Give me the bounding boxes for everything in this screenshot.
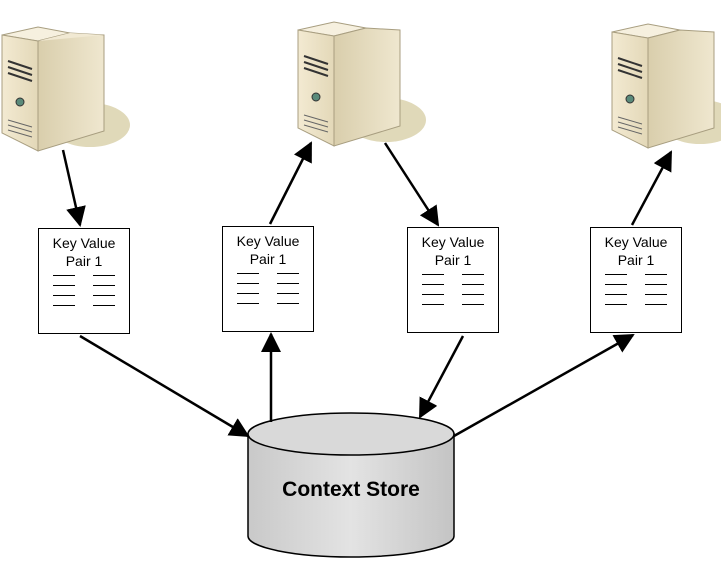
arrow-icon — [268, 141, 313, 225]
arrow-icon — [61, 149, 86, 227]
context-store-label: Context Store — [282, 478, 420, 501]
key-value-document: Key Value Pair 1 — [407, 227, 499, 333]
server-icon — [611, 23, 721, 149]
arrow-icon — [453, 333, 635, 438]
document-icon — [420, 274, 488, 308]
document-title: Key Value Pair 1 — [421, 234, 485, 268]
key-value-document: Key Value Pair 1 — [38, 228, 130, 334]
document-title: Key Value Pair 1 — [236, 233, 300, 267]
key-value-document: Key Value Pair 1 — [590, 227, 682, 333]
key-value-document: Key Value Pair 1 — [222, 226, 314, 332]
arrow-icon — [630, 150, 673, 226]
document-icon — [235, 273, 303, 307]
document-title: Key Value Pair 1 — [604, 234, 668, 268]
arrow-icon — [383, 142, 440, 227]
document-icon — [51, 275, 119, 309]
arrow-icon — [418, 335, 465, 419]
arrow-icon — [79, 334, 250, 438]
server-icon — [297, 21, 426, 147]
database-icon — [247, 412, 455, 558]
server-icon — [1, 26, 130, 152]
document-icon — [603, 274, 671, 308]
document-title: Key Value Pair 1 — [52, 235, 116, 269]
